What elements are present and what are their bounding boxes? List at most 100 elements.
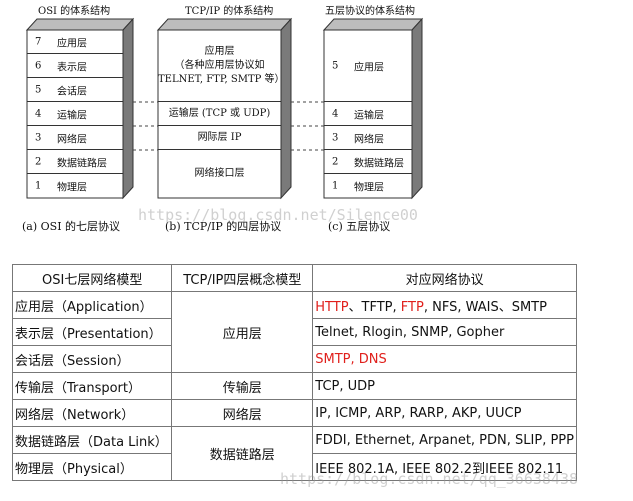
protocols-cell: SMTP, DNS bbox=[312, 345, 577, 373]
table-header-row: OSI七层网络模型 TCP/IP四层概念模型 对应网络协议 bbox=[11, 264, 577, 292]
five-layer: 3 网络层 bbox=[324, 126, 412, 150]
tcpip-layer: 运输层 (TCP 或 UDP) bbox=[158, 102, 281, 126]
osi-caption: (a) OSI 的七层协议 bbox=[22, 220, 121, 233]
protocol-text: IP, ICMP, ARP, RARP, AKP, UUCP bbox=[315, 405, 522, 421]
tcpip-layer: 应用层 （各种应用层协议如 TELNET, FTP, SMTP 等） bbox=[158, 30, 285, 102]
protocol-text: TCP, UDP bbox=[315, 378, 375, 394]
five-layer-number: 1 bbox=[332, 180, 339, 192]
osi-layer: 1 物理层 bbox=[27, 174, 123, 198]
tcpip-caption: (b) TCP/IP 的四层协议 bbox=[165, 220, 282, 233]
layer-alignment-dashes bbox=[133, 101, 324, 151]
five-layer-number: 2 bbox=[332, 156, 339, 167]
protocol-text: 、TFTP, bbox=[348, 299, 401, 315]
protocol-text: Telnet, Rlogin, SNMP, Gopher bbox=[315, 324, 505, 340]
protocol-text: SMTP, DNS bbox=[315, 351, 387, 367]
tcpip-layer-label: 网络接口层 bbox=[158, 167, 281, 181]
tcpip-layer-cell: 数据链路层 bbox=[171, 426, 314, 481]
protocols-cell: HTTP、TFTP, FTP, NFS, WAIS、SMTP bbox=[312, 291, 577, 319]
protocols-cell: FDDI, Ethernet, Arpanet, PDN, SLIP, PPP bbox=[312, 426, 577, 454]
five-layer-name: 应用层 bbox=[354, 62, 384, 73]
osi-layer-number: 5 bbox=[35, 84, 42, 95]
osi-layer-number: 2 bbox=[35, 156, 42, 167]
osi-stack: 7 应用层 6 表示层 5 会话层 4 运输层 3 网络层 2 数据链路层 1 物理层 bbox=[25, 17, 135, 200]
five-layer: 4 运输层 bbox=[324, 102, 412, 126]
osi-layer-cell: 数据链路层（Data Link） bbox=[11, 426, 173, 454]
protocols-cell: Telnet, Rlogin, SNMP, Gopher bbox=[312, 318, 577, 346]
header-osi-model: OSI七层网络模型 bbox=[11, 264, 173, 292]
protocol-text: FDDI, Ethernet, Arpanet, PDN, SLIP, PPP bbox=[315, 432, 574, 448]
osi-layer: 4 运输层 bbox=[27, 102, 123, 126]
tcpip-stack-title: TCP/IP 的体系结构 bbox=[185, 6, 274, 17]
header-protocols: 对应网络协议 bbox=[312, 264, 577, 292]
tcpip-layer-cell: 传输层 bbox=[171, 372, 314, 400]
five-layer-number: 4 bbox=[332, 108, 339, 119]
five-layer-stack-title: 五层协议的体系结构 bbox=[325, 6, 415, 17]
five-layer-name: 运输层 bbox=[354, 110, 384, 121]
tcpip-layer: 网络接口层 bbox=[158, 150, 281, 198]
five-layer-number: 3 bbox=[332, 132, 339, 143]
osi-layer-cell: 应用层（Application） bbox=[11, 291, 173, 319]
protocols-cell: TCP, UDP bbox=[312, 372, 577, 400]
osi-layer-cell: 物理层（Physical） bbox=[11, 453, 173, 481]
protocol-text: IEEE 802.1A, IEEE 802.2到IEEE 802.11 bbox=[315, 461, 564, 477]
osi-layer-name: 应用层 bbox=[57, 38, 87, 49]
header-tcpip-model: TCP/IP四层概念模型 bbox=[171, 264, 314, 292]
osi-layer-name: 运输层 bbox=[57, 110, 87, 121]
osi-layer: 2 数据链路层 bbox=[27, 150, 123, 174]
osi-layer: 6 表示层 bbox=[27, 54, 123, 78]
protocols-cell: IEEE 802.1A, IEEE 802.2到IEEE 802.11 bbox=[312, 453, 577, 481]
five-layer-stack: 5 应用层 4 运输层 3 网络层 2 数据链路层 1 物理层 bbox=[322, 17, 424, 200]
osi-layer-number: 3 bbox=[35, 132, 42, 143]
osi-layer-name: 物理层 bbox=[57, 182, 87, 194]
five-layer: 5 应用层 bbox=[324, 30, 412, 102]
osi-layer: 5 会话层 bbox=[27, 78, 123, 102]
five-layer-name: 网络层 bbox=[354, 134, 384, 145]
osi-layer-number: 1 bbox=[35, 180, 42, 192]
osi-layer-name: 网络层 bbox=[57, 134, 87, 145]
five-layer-name: 数据链路层 bbox=[354, 158, 404, 169]
osi-layer-cell: 表示层（Presentation） bbox=[11, 318, 173, 346]
protocol-text: HTTP bbox=[315, 299, 349, 315]
osi-stack-title: OSI 的体系结构 bbox=[38, 6, 111, 17]
five-layer-caption: (c) 五层协议 bbox=[328, 220, 391, 233]
tcpip-layer-text: 网络接口层 bbox=[194, 168, 245, 179]
osi-stack-3d-faces bbox=[25, 17, 135, 200]
five-layer-stack-3d-faces bbox=[322, 17, 424, 200]
tcpip-layer-text: 运输层 (TCP 或 UDP) bbox=[168, 107, 271, 119]
tcpip-stack-3d-faces bbox=[156, 17, 293, 200]
osi-layer-number: 7 bbox=[35, 36, 42, 47]
protocol-text: FTP bbox=[400, 299, 424, 315]
osi-layer-number: 4 bbox=[35, 108, 42, 119]
osi-layer-cell: 传输层（Transport） bbox=[11, 372, 173, 400]
table-row: 物理层（Physical） IEEE 802.1A, IEEE 802.2到IEE… bbox=[11, 453, 577, 481]
osi-layer-number: 6 bbox=[35, 60, 42, 71]
protocols-cell: IP, ICMP, ARP, RARP, AKP, UUCP bbox=[312, 399, 577, 427]
osi-layer-name: 数据链路层 bbox=[57, 158, 107, 169]
osi-layer: 3 网络层 bbox=[27, 126, 123, 150]
five-layer: 1 物理层 bbox=[324, 174, 412, 198]
five-layer-number: 5 bbox=[332, 60, 339, 71]
tcpip-layer-text: （各种应用层协议如 bbox=[174, 59, 265, 71]
tcpip-layer-text: TELNET, FTP, SMTP 等） bbox=[158, 73, 285, 85]
tcpip-layer-cell: 网络层 bbox=[171, 399, 314, 427]
osi-layer-cell: 网络层（Network） bbox=[11, 399, 173, 427]
five-layer-name: 物理层 bbox=[354, 182, 384, 194]
five-layer: 2 数据链路层 bbox=[324, 150, 412, 174]
osi-layer-name: 表示层 bbox=[57, 62, 87, 73]
tcpip-layer-label: 网际层 IP bbox=[158, 131, 281, 145]
table-row: 会话层（Session） SMTP, DNS bbox=[11, 345, 577, 373]
protocol-text: , NFS, WAIS、SMTP bbox=[423, 299, 547, 315]
tcpip-stack: 应用层 （各种应用层协议如 TELNET, FTP, SMTP 等） 运输层 (TCP… bbox=[156, 17, 293, 200]
tcpip-layer-text: 网际层 IP bbox=[197, 131, 242, 143]
osi-layer-name: 会话层 bbox=[57, 86, 87, 97]
protocol-mapping-table: OSI七层网络模型 TCP/IP四层概念模型 对应网络协议 应用层（Applic… bbox=[11, 264, 577, 481]
osi-layer-cell: 会话层（Session） bbox=[11, 345, 173, 373]
table-row: 表示层（Presentation） Telnet, Rlogin, SNMP, G… bbox=[11, 318, 577, 346]
tcpip-layer-text: 应用层 bbox=[204, 45, 235, 57]
tcpip-layer-cell: 应用层 bbox=[171, 291, 314, 373]
tcpip-layer-label: 运输层 (TCP 或 UDP) bbox=[158, 107, 281, 121]
